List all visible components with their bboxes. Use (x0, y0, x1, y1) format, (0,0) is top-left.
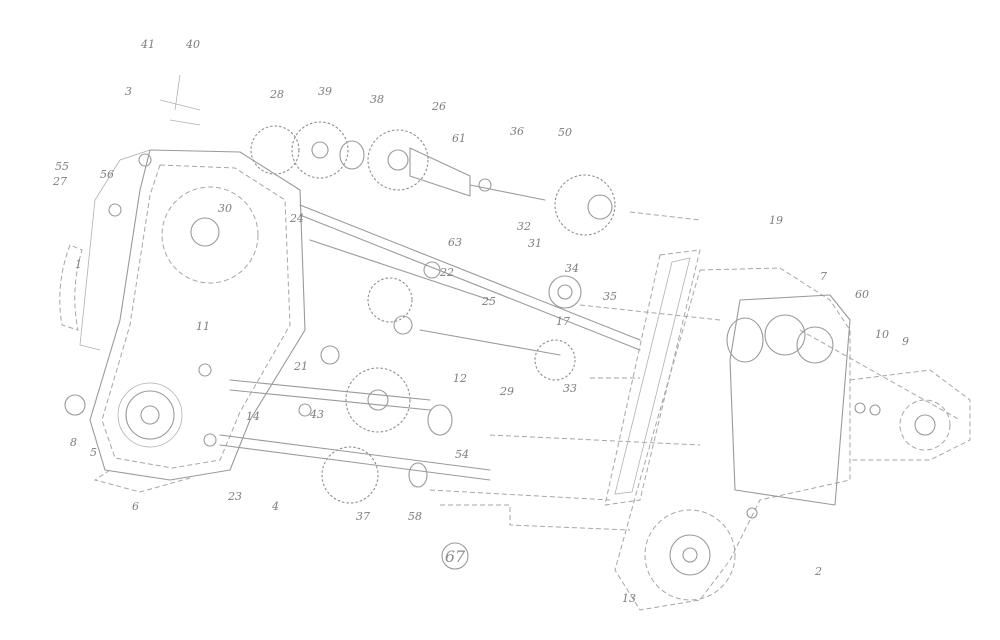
center-chain (604, 249, 701, 506)
small-parts (64, 153, 492, 447)
callout-4: 4 (271, 500, 279, 513)
callout-3: 3 (125, 85, 132, 98)
callout-19: 19 (769, 214, 783, 227)
callout-54: 54 (455, 448, 469, 461)
callout-14: 14 (246, 410, 260, 423)
callout-39: 39 (318, 85, 332, 98)
callout-25: 25 (481, 295, 496, 308)
callout-32: 32 (517, 220, 531, 233)
right-chain-case (614, 267, 971, 611)
figure-number: 67 (445, 547, 466, 566)
shafts (159, 74, 641, 481)
callout-50: 50 (558, 126, 572, 139)
left-chain-case (79, 149, 306, 493)
callouts: 41 40 3 28 39 38 26 61 36 50 27 55 56 24… (52, 38, 909, 605)
callout-35: 35 (603, 290, 617, 303)
callout-1: 1 (75, 258, 82, 271)
callout-7: 7 (820, 270, 827, 283)
callout-21: 21 (293, 360, 308, 373)
callout-23: 6 (132, 500, 139, 513)
callout-63: 63 (448, 236, 462, 249)
callout-30: 30 (218, 202, 232, 215)
callout-31: 31 (528, 237, 542, 250)
callout-5: 5 (90, 446, 97, 459)
callout-55: 55 (55, 160, 69, 173)
callout-60: 60 (855, 288, 869, 301)
gear-cluster (250, 121, 616, 504)
callout-12: 12 (453, 372, 467, 385)
callout-33: 33 (563, 382, 577, 395)
callout-29: 29 (499, 385, 514, 398)
callout-28: 28 (269, 88, 284, 101)
callout-22: 22 (439, 266, 454, 279)
alignment-lines (429, 211, 961, 531)
callout-17: 17 (556, 315, 570, 328)
callout-37: 37 (356, 510, 370, 523)
callout-9: 9 (902, 335, 909, 348)
callout-34: 34 (565, 262, 579, 275)
callout-58: 58 (408, 510, 422, 523)
figure-number-badge: 67 (441, 542, 469, 570)
callout-36: 36 (510, 125, 524, 138)
callout-24: 24 (289, 212, 304, 225)
left-drive-chain (59, 244, 83, 331)
callout-38: 38 (370, 93, 384, 106)
callout-11: 11 (196, 320, 210, 333)
callout-8: 8 (70, 436, 77, 449)
callout-41: 41 (140, 38, 155, 51)
callout-6: 23 (227, 490, 242, 503)
callout-61: 61 (452, 132, 466, 145)
callout-10: 10 (875, 328, 889, 341)
callout-26: 26 (431, 100, 446, 113)
callout-56: 56 (100, 168, 114, 181)
callout-40: 40 (185, 38, 200, 51)
callout-2: 2 (814, 565, 822, 578)
callout-43: 43 (309, 408, 324, 421)
callout-27: 27 (52, 175, 67, 188)
callout-13: 13 (622, 592, 636, 605)
